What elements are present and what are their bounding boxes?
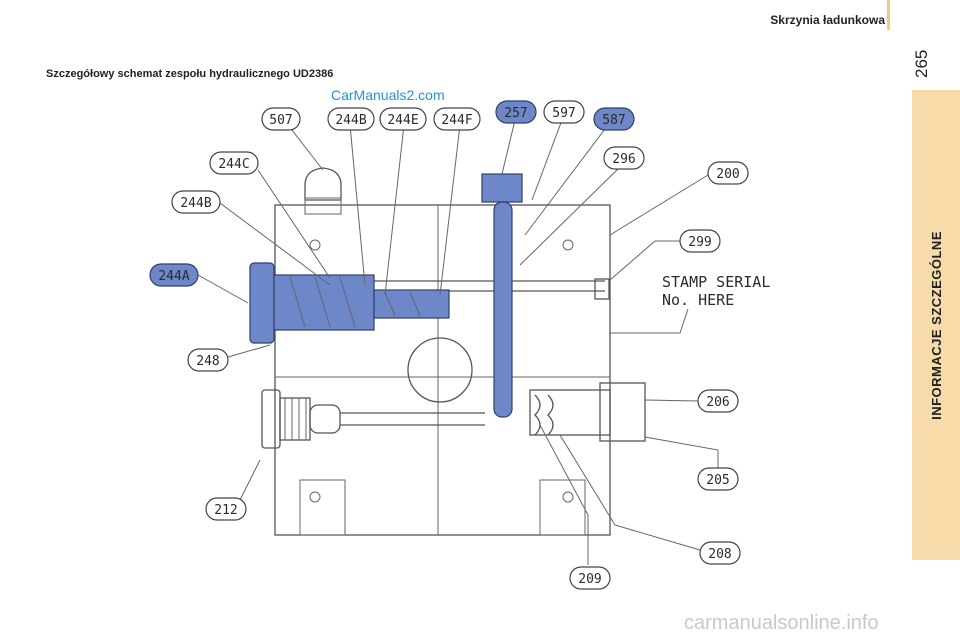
leader-244b-left: [219, 202, 331, 286]
svg-text:244E: 244E: [387, 113, 418, 128]
page-number: 265: [912, 49, 931, 79]
label-587: 587: [593, 107, 635, 131]
svg-text:507: 507: [269, 113, 292, 128]
svg-text:244B: 244B: [335, 113, 366, 128]
leader-244f: [439, 124, 461, 296]
manifold-block: [274, 204, 611, 536]
leader-296: [519, 164, 623, 266]
leader-257: [501, 119, 516, 175]
leader-507: [287, 124, 324, 171]
label-244e: 244E: [379, 107, 427, 131]
side-tab: [912, 90, 960, 560]
valve-body: [273, 274, 375, 331]
label-257: 257: [495, 100, 537, 124]
hatch: [314, 276, 331, 328]
label-597: 597: [543, 100, 585, 124]
stamp-leader: [610, 308, 689, 334]
plug-212: [261, 389, 281, 449]
svg-text:208: 208: [708, 547, 731, 562]
cap-base: [304, 197, 342, 215]
svg-text:200: 200: [716, 167, 739, 182]
rod-end: [594, 278, 610, 300]
leader-299: [609, 240, 680, 281]
label-299: 299: [679, 229, 721, 253]
mount-hole: [562, 239, 574, 251]
label-205: 205: [697, 467, 739, 491]
label-212: 212: [205, 497, 247, 521]
label-296: 296: [603, 146, 645, 170]
svg-text:244C: 244C: [218, 157, 249, 172]
svg-text:597: 597: [552, 106, 575, 121]
hydraulic-diagram: STAMP SERIAL No. HERE 507 244B 244E 244F…: [149, 100, 770, 590]
svg-text:244A: 244A: [158, 269, 189, 284]
stamp-line-1: STAMP SERIAL: [662, 273, 770, 291]
svg-text:296: 296: [612, 152, 635, 167]
cartridge-head: [599, 382, 646, 442]
spring-208: [547, 394, 554, 436]
label-244b-top: 244B: [327, 107, 375, 131]
mount-hole: [309, 239, 321, 251]
section-title: Szczegółowy schemat zespołu hydrauliczne…: [46, 68, 334, 80]
label-244f: 244F: [433, 107, 481, 131]
side-tab-label-wrap: INFORMACJE SZCZEGÓLNE: [912, 90, 960, 560]
svg-text:209: 209: [578, 572, 601, 587]
svg-text:244F: 244F: [441, 113, 472, 128]
hatch: [384, 291, 396, 317]
label-244a: 244A: [149, 263, 199, 287]
svg-text:206: 206: [706, 395, 729, 410]
leader-248: [227, 344, 271, 358]
bolt-shank: [493, 201, 513, 418]
leader-212: [239, 459, 261, 501]
leader-587: [524, 124, 609, 236]
header-title: Skrzynia ładunkowa: [770, 13, 885, 27]
stamp-line-2: No. HERE: [662, 291, 734, 309]
lower-spool: [309, 404, 341, 434]
svg-text:257: 257: [504, 106, 527, 121]
label-248: 248: [187, 348, 229, 372]
svg-text:248: 248: [196, 354, 219, 369]
mount-hole: [309, 491, 321, 503]
cap-507: [304, 167, 342, 201]
svg-text:212: 212: [214, 503, 237, 518]
label-507: 507: [261, 107, 301, 131]
svg-text:299: 299: [688, 235, 711, 250]
spring-208: [534, 394, 541, 436]
leader-200: [609, 174, 709, 236]
leader-244a: [197, 274, 249, 304]
leader-206: [644, 399, 699, 402]
watermark-bottom: carmanualsonline.info: [684, 612, 879, 634]
label-208: 208: [699, 541, 741, 565]
leader-205: [644, 436, 719, 470]
svg-text:205: 205: [706, 473, 729, 488]
header-accent-bar: [887, 0, 890, 30]
label-244b-left: 244B: [171, 190, 221, 214]
leader-244b-top: [349, 124, 366, 286]
leader-208: [559, 434, 701, 551]
leader-244c: [257, 169, 331, 279]
bolt-head-257: [481, 173, 523, 203]
hatch: [339, 276, 356, 328]
label-209: 209: [569, 566, 611, 590]
valve-244a: [249, 262, 275, 344]
hatch: [289, 276, 306, 328]
svg-text:587: 587: [602, 113, 625, 128]
leader-597: [531, 119, 563, 201]
watermark-top: CarManuals2.com: [331, 87, 445, 103]
side-tab-label: INFORMACJE SZCZEGÓLNE: [928, 230, 944, 420]
svg-text:244B: 244B: [180, 196, 211, 211]
bottom-slot-right: [539, 479, 586, 536]
hatch: [409, 291, 421, 317]
leader-244e: [384, 124, 405, 296]
label-206: 206: [697, 389, 739, 413]
mount-hole: [562, 491, 574, 503]
center-bore: [407, 337, 473, 403]
leader-209: [539, 424, 589, 565]
label-200: 200: [707, 161, 749, 185]
cartridge-body: [529, 389, 611, 436]
bottom-slot-left: [299, 479, 346, 536]
label-244c: 244C: [209, 151, 259, 175]
